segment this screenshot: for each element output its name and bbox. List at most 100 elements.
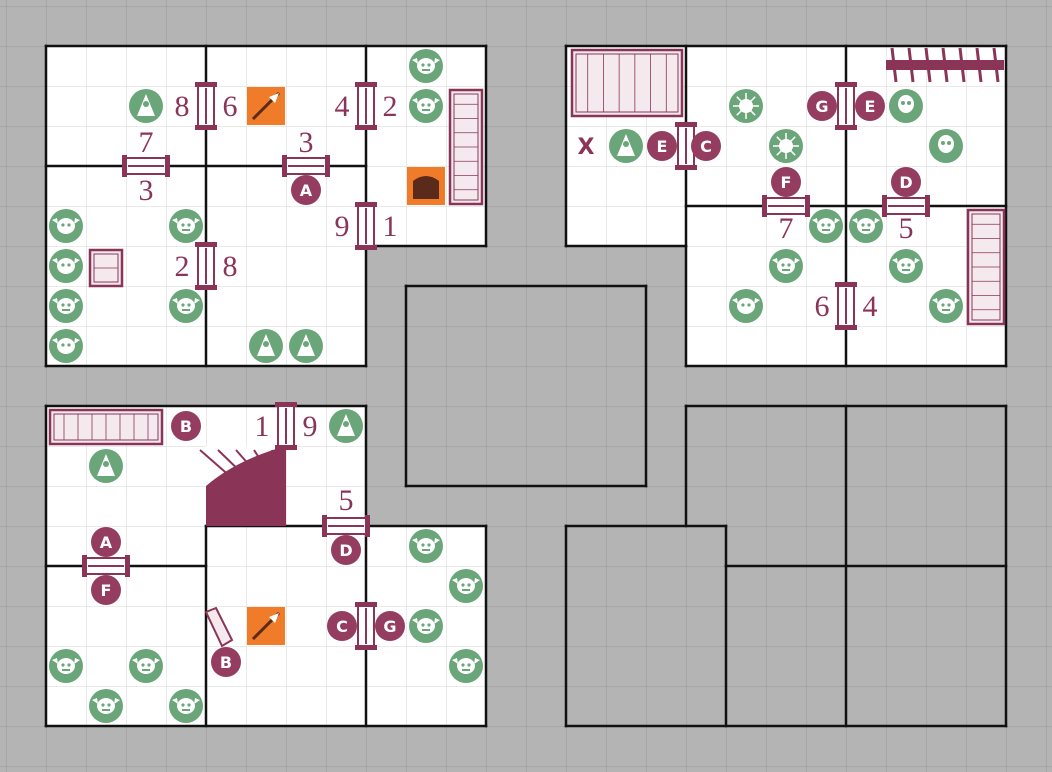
door-number: 8	[175, 90, 190, 123]
door[interactable]	[882, 195, 930, 217]
orc-icon[interactable]	[449, 649, 483, 683]
door[interactable]	[195, 82, 217, 130]
door[interactable]	[355, 202, 377, 250]
fireplace-icon	[966, 208, 1006, 326]
cultist-icon[interactable]	[249, 329, 283, 363]
marker-c: C	[691, 131, 721, 161]
svg-text:D: D	[339, 541, 352, 560]
orc-icon[interactable]	[89, 689, 123, 723]
marker-b: B	[211, 647, 241, 677]
marker-d: D	[331, 535, 361, 565]
door[interactable]	[275, 402, 297, 450]
door[interactable]	[835, 282, 857, 330]
door-number: 8	[223, 250, 238, 283]
spider-icon[interactable]	[769, 129, 803, 163]
marker-f: F	[91, 575, 121, 605]
orc-icon[interactable]	[849, 209, 883, 243]
svg-text:A: A	[300, 181, 313, 200]
door-number: 5	[339, 484, 354, 517]
orc-icon[interactable]	[929, 289, 963, 323]
torture-rack-icon	[570, 48, 684, 118]
marker-c: C	[327, 611, 357, 641]
cultist-icon[interactable]	[289, 329, 323, 363]
orc-icon[interactable]	[409, 609, 443, 643]
marker-a: A	[91, 527, 121, 557]
door-number: 9	[303, 410, 318, 443]
table-icon	[448, 88, 484, 206]
chest-icon	[88, 248, 124, 288]
orc-icon[interactable]	[169, 689, 203, 723]
spear-trap-icon[interactable]	[247, 87, 285, 125]
skeleton-icon[interactable]	[889, 89, 923, 123]
pit-trap-icon[interactable]	[407, 167, 445, 205]
svg-text:B: B	[220, 653, 232, 672]
svg-text:F: F	[101, 581, 112, 600]
cultist-icon[interactable]	[609, 129, 643, 163]
door[interactable]	[762, 195, 810, 217]
spider-icon[interactable]	[729, 89, 763, 123]
goblin-icon[interactable]	[49, 209, 83, 243]
marker-g: G	[375, 611, 405, 641]
orc-icon[interactable]	[409, 529, 443, 563]
door-number: 1	[255, 410, 270, 443]
orc-icon[interactable]	[169, 209, 203, 243]
svg-text:C: C	[336, 617, 348, 636]
svg-text:G: G	[815, 97, 828, 116]
door[interactable]	[355, 602, 377, 650]
svg-text:C: C	[700, 137, 712, 156]
orc-icon[interactable]	[809, 209, 843, 243]
stairs-icon	[199, 446, 286, 526]
marker-b: B	[171, 411, 201, 441]
door[interactable]	[122, 155, 170, 177]
door[interactable]	[282, 155, 330, 177]
door[interactable]	[195, 242, 217, 290]
door-number: 1	[383, 210, 398, 243]
orc-icon[interactable]	[449, 569, 483, 603]
orc-icon[interactable]	[409, 89, 443, 123]
door-number: 7	[139, 126, 154, 159]
door-number: 4	[863, 290, 878, 323]
skeleton-icon[interactable]	[929, 129, 963, 163]
door-number: 3	[299, 126, 314, 159]
cultist-icon[interactable]	[129, 89, 163, 123]
svg-text:E: E	[865, 97, 876, 116]
door-number: 6	[223, 90, 238, 123]
marker-a: A	[291, 175, 321, 205]
orc-icon[interactable]	[49, 289, 83, 323]
marker-f: F	[771, 167, 801, 197]
marker-e: E	[647, 131, 677, 161]
cultist-icon[interactable]	[329, 409, 363, 443]
cultist-icon[interactable]	[89, 449, 123, 483]
door-number: 6	[815, 290, 830, 323]
goblin-icon[interactable]	[49, 329, 83, 363]
svg-text:E: E	[657, 137, 668, 156]
marker-d: D	[891, 167, 921, 197]
orc-icon[interactable]	[769, 249, 803, 283]
orc-icon[interactable]	[169, 289, 203, 323]
svg-text:F: F	[781, 173, 792, 192]
spear-trap-icon[interactable]	[247, 607, 285, 645]
tomb-icon	[204, 606, 234, 648]
bookcase-icon	[48, 408, 164, 446]
svg-text:B: B	[180, 417, 192, 436]
svg-text:G: G	[383, 617, 396, 636]
goblin-icon[interactable]	[49, 249, 83, 283]
door-number: 7	[779, 212, 794, 245]
door-number: 3	[139, 174, 154, 207]
door[interactable]	[835, 82, 857, 130]
orc-icon[interactable]	[409, 49, 443, 83]
door[interactable]	[322, 515, 370, 537]
orc-icon[interactable]	[889, 249, 923, 283]
door-number: 4	[335, 90, 350, 123]
svg-text:D: D	[899, 173, 912, 192]
orc-icon[interactable]	[129, 649, 163, 683]
goblin-icon[interactable]	[729, 289, 763, 323]
door-number: 9	[335, 210, 350, 243]
door[interactable]	[82, 555, 130, 577]
door-number: 2	[383, 90, 398, 123]
door[interactable]	[355, 82, 377, 130]
orc-icon[interactable]	[49, 649, 83, 683]
weapons-rack-icon	[886, 47, 1004, 83]
marker-e: E	[855, 91, 885, 121]
